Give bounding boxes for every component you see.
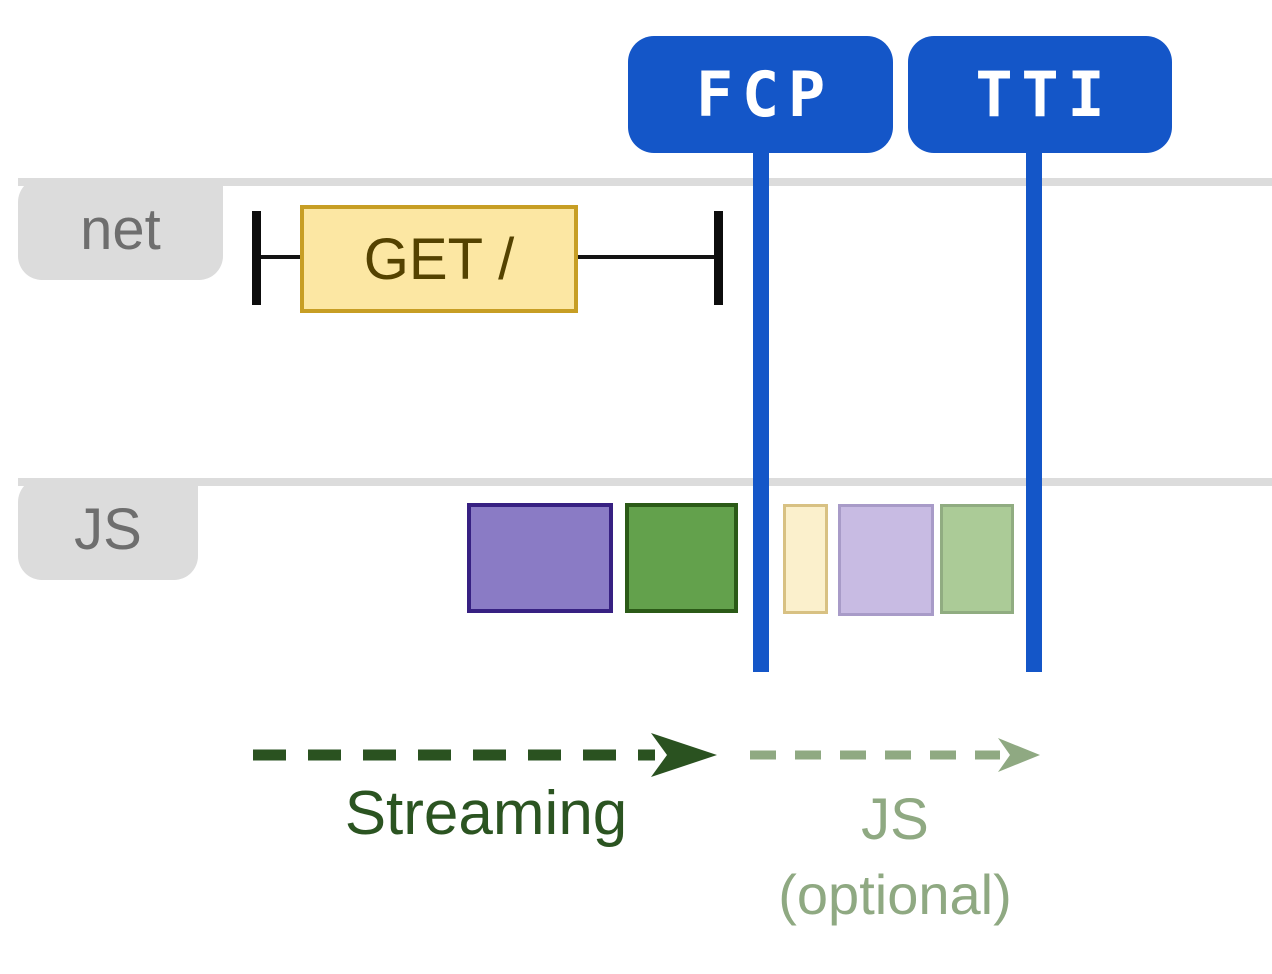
- js-task-block-purple: [467, 503, 613, 613]
- streaming-arrow: [253, 733, 717, 777]
- js-task-block-pale-yellow: [783, 504, 828, 614]
- tti-badge-label: TTI: [975, 58, 1114, 131]
- js-task-block-pale-purple: [838, 504, 934, 616]
- request-end-tick: [714, 211, 723, 305]
- net-lane-tab: net: [18, 178, 223, 280]
- fcp-marker-line: [753, 148, 769, 672]
- net-lane-label: net: [80, 196, 161, 262]
- fcp-badge-label: FCP: [695, 58, 834, 131]
- js-task-block-pale-green: [940, 504, 1014, 614]
- js-lane-rail: [18, 478, 1272, 486]
- js-optional-sublabel: (optional): [778, 863, 1012, 926]
- js-optional-label: JS: [861, 787, 929, 852]
- js-optional-arrow: [750, 738, 1040, 772]
- fcp-badge: FCP: [628, 36, 893, 153]
- streaming-label: Streaming: [344, 779, 628, 848]
- net-lane-rail: [18, 178, 1272, 186]
- get-request-label: GET /: [363, 226, 515, 292]
- js-task-block-green: [625, 503, 738, 613]
- js-lane-label: JS: [74, 496, 142, 562]
- tti-badge: TTI: [908, 36, 1172, 153]
- tti-marker-line: [1026, 148, 1042, 672]
- request-start-tick: [252, 211, 261, 305]
- js-lane-tab: JS: [18, 478, 198, 580]
- get-request-box: GET /: [300, 205, 578, 313]
